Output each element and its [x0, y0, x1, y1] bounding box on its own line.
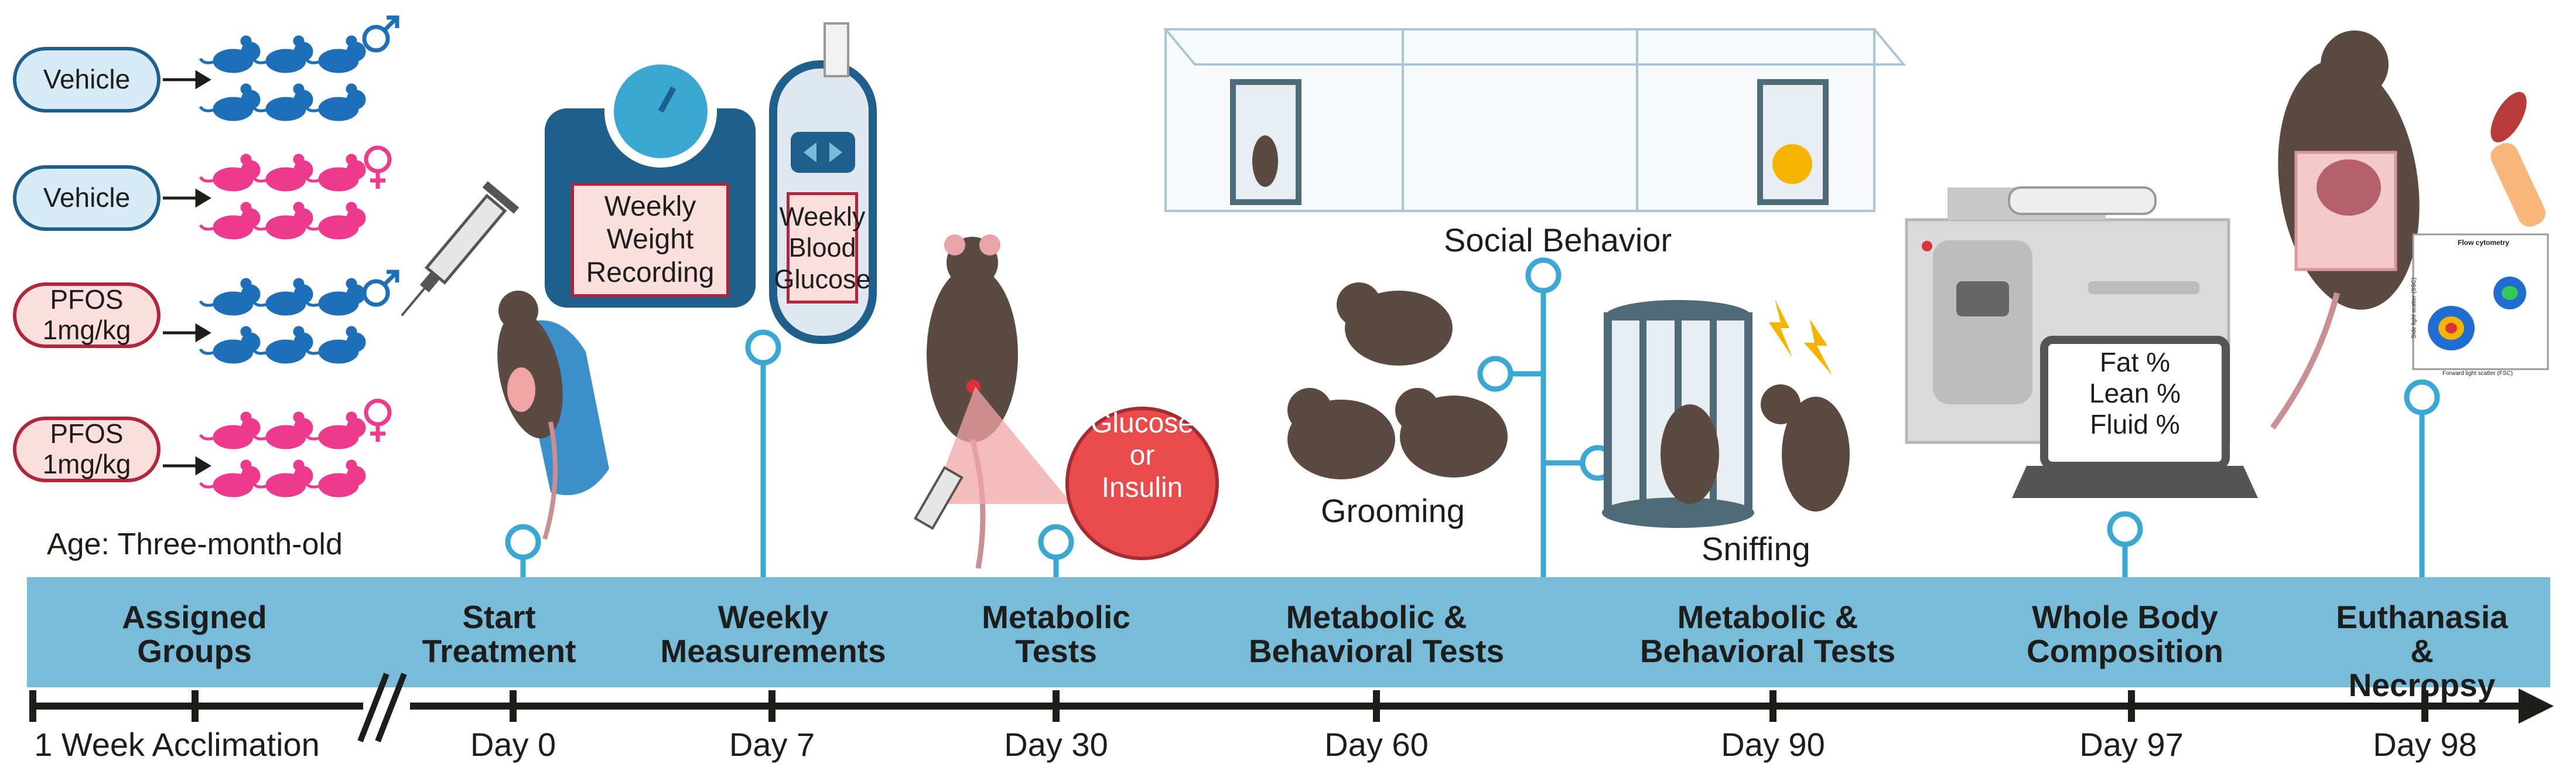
day-90: Day 90 [1721, 726, 1825, 763]
group-label: Vehicle [43, 182, 131, 213]
social-behavior-label: Social Behavior [1444, 221, 1672, 258]
sniffing-cage [1602, 299, 1850, 528]
connector-day97 [2107, 511, 2143, 547]
day-acclimation: 1 Week Acclimation [34, 726, 320, 763]
flow-y-label: Side light scatter (SSC) [2411, 277, 2418, 339]
syringe-icon [401, 181, 520, 316]
flow-cytometry-plot [2412, 233, 2549, 370]
flow-x-label: Forward light scatter (FSC) [2442, 370, 2513, 377]
group-pfos-female: PFOS 1mg/kg [13, 417, 160, 482]
sniffing-label: Sniffing [1702, 530, 1810, 567]
group-label: Vehicle [43, 64, 131, 95]
sex-symbols [362, 15, 399, 442]
weight-recording-box: Weekly Weight Recording [571, 183, 729, 297]
connector-day7 [745, 329, 781, 366]
connector-day0 [505, 524, 541, 560]
group-vehicle-female: Vehicle [13, 165, 160, 231]
group-arrows [163, 70, 211, 476]
connector-social [1525, 257, 1562, 294]
connector-grooming [1477, 356, 1514, 392]
day-7: Day 7 [729, 726, 815, 763]
grooming-label: Grooming [1321, 492, 1465, 529]
phase-assigned-groups: Assigned Groups [122, 599, 267, 669]
mouse-metabolic [913, 234, 1219, 569]
three-chamber-apparatus [1163, 28, 1907, 212]
connector-day30 [1038, 524, 1074, 560]
group-label: PFOS 1mg/kg [42, 284, 131, 345]
phase-start-treatment: Start Treatment [422, 599, 576, 669]
phase-weekly-measurements: Weekly Measurements [660, 599, 886, 669]
female-icon [364, 145, 392, 189]
day-97: Day 97 [2079, 726, 2184, 763]
flow-title: Flow cytometry [2457, 238, 2510, 247]
mouse-group-pfos-female [200, 412, 365, 497]
group-vehicle-male: Vehicle [13, 47, 160, 113]
timeline-axis [29, 673, 2554, 742]
group-label: PFOS 1mg/kg [42, 418, 131, 479]
phase-metabolic-tests: Metabolic Tests [982, 599, 1130, 669]
grooming-mice [1287, 282, 1508, 479]
male-icon [362, 15, 399, 53]
phase-metabolic-behavioral-60: Metabolic & Behavioral Tests [1248, 599, 1505, 669]
phase-metabolic-behavioral-90: Metabolic & Behavioral Tests [1639, 599, 1896, 669]
phase-euthanasia-necropsy: Euthanasia & Necropsy [2336, 599, 2508, 703]
body-composition-analyzer [1905, 186, 2258, 498]
injection-illustration [401, 181, 609, 540]
female-icon [364, 398, 392, 442]
composition-screen-text: Fat % Lean % Fluid % [2089, 347, 2181, 439]
mouse-group-vehicle-female [200, 154, 365, 239]
male-icon [362, 270, 399, 307]
blood-glucose-box: Weekly Blood Glucose [774, 192, 871, 304]
phase-whole-body-composition: Whole Body Composition [2026, 599, 2224, 669]
day-98: Day 98 [2373, 726, 2477, 763]
age-label: Age: Three-month-old [47, 527, 343, 561]
timeline-band [27, 577, 2550, 687]
day-0: Day 0 [470, 726, 556, 763]
group-pfos-male: PFOS 1mg/kg [13, 282, 160, 348]
necropsy-illustration [2270, 30, 2549, 430]
connectors [505, 257, 2440, 577]
day-30: Day 30 [1004, 726, 1108, 763]
mouse-group-pfos-male [200, 278, 365, 363]
day-60: Day 60 [1324, 726, 1429, 763]
mouse-group-vehicle-male [200, 36, 365, 121]
connector-day98 [2404, 379, 2440, 415]
glucose-insulin-label: Glucose or Insulin [1090, 408, 1194, 504]
